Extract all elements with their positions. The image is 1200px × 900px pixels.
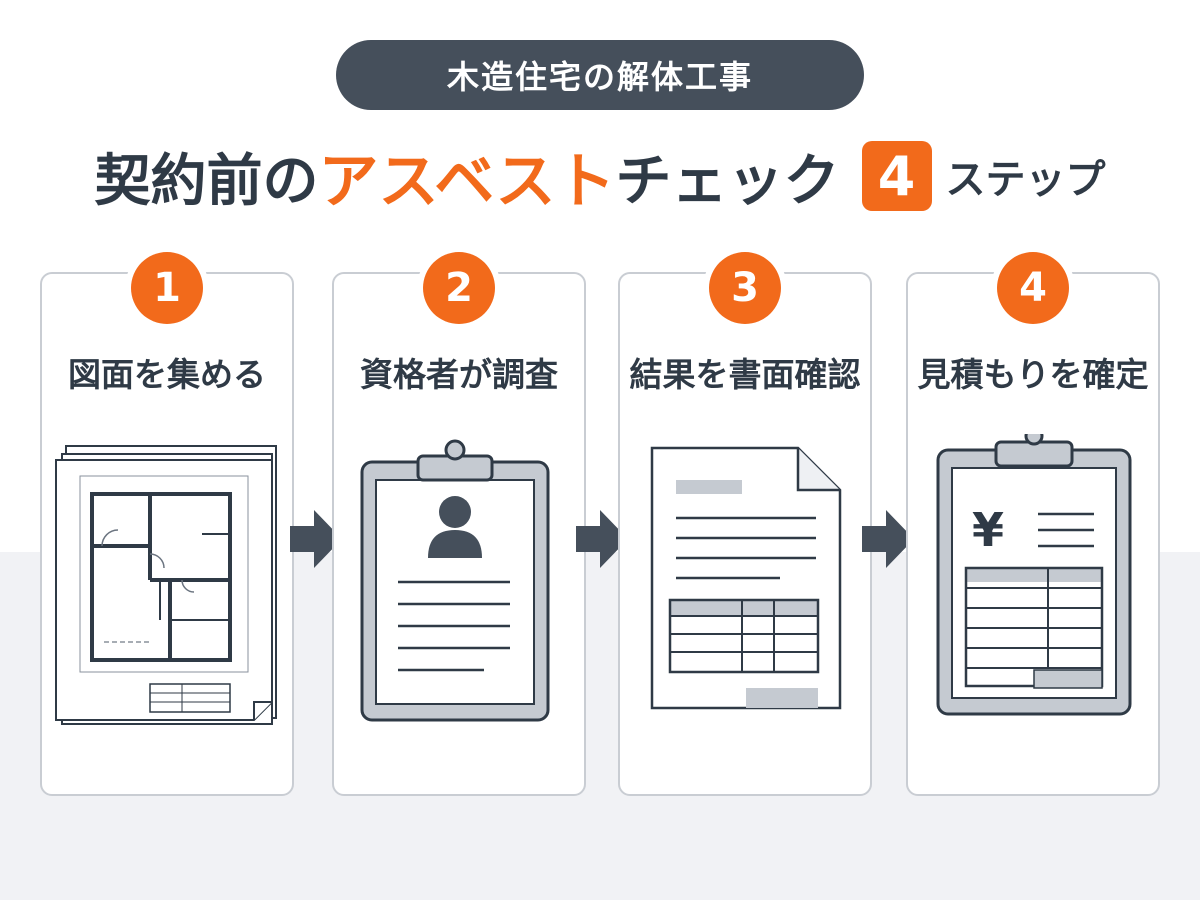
title-suffix: ステップ bbox=[945, 157, 1106, 203]
subtitle-text: 木造住宅の解体工事 bbox=[446, 58, 753, 96]
title-number-badge: 4 bbox=[861, 141, 932, 211]
clipboard-person-icon bbox=[360, 439, 550, 722]
title-prefix: 契約前の bbox=[94, 148, 319, 214]
step-card-4: 4 見積もりを確定 ¥ bbox=[906, 252, 1160, 796]
estimate-clipboard-icon: ¥ bbox=[936, 434, 1132, 716]
step-label: 図面を集める bbox=[68, 355, 266, 394]
step-card-3: 3 結果を書面確認 bbox=[618, 252, 872, 796]
step-number-badge: 1 bbox=[131, 252, 203, 324]
step-card-1: 1 図面を集める bbox=[40, 252, 294, 796]
arrow-right-icon bbox=[290, 510, 342, 568]
step-card-2: 2 資格者が調査 bbox=[332, 252, 586, 796]
step-number-badge: 2 bbox=[423, 252, 495, 324]
step-number-badge: 4 bbox=[997, 252, 1069, 324]
step-label: 資格者が調査 bbox=[360, 355, 558, 394]
arrow-right-icon bbox=[862, 510, 914, 568]
step-label: 見積もりを確定 bbox=[917, 355, 1149, 394]
floor-plan-icon bbox=[55, 445, 277, 725]
arrow-right-icon bbox=[576, 510, 628, 568]
step-label: 結果を書面確認 bbox=[629, 355, 861, 394]
subtitle-pill: 木造住宅の解体工事 bbox=[336, 40, 864, 110]
currency-symbol: ¥ bbox=[972, 503, 1004, 557]
report-document-icon bbox=[650, 446, 842, 710]
title-middle: チェック bbox=[615, 148, 840, 214]
title-highlight: アスベスト bbox=[318, 146, 616, 217]
page-title: 契約前の アスベスト チェック 4 ステップ bbox=[0, 128, 1200, 224]
step-number-badge: 3 bbox=[709, 252, 781, 324]
